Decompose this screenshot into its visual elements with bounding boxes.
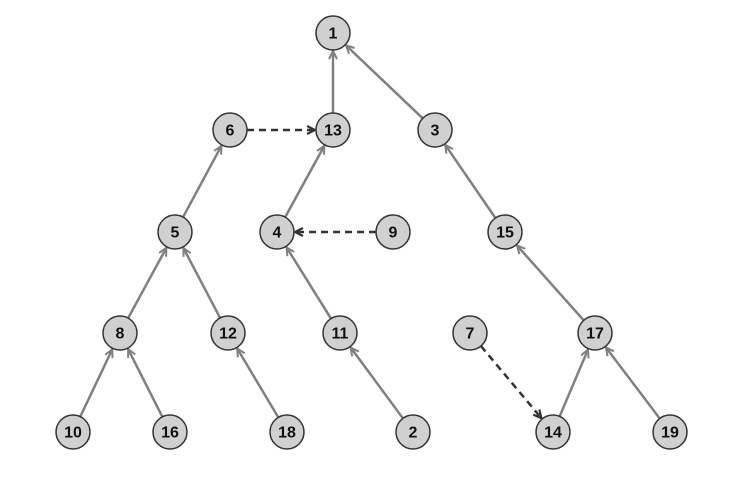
node-1: 1 (315, 15, 351, 51)
edge-8-to-5 (127, 248, 168, 319)
node-label: 9 (389, 225, 398, 242)
node-circle (315, 15, 351, 51)
node-circle (315, 112, 351, 148)
node-circle (157, 214, 193, 250)
node-label: 8 (116, 326, 125, 343)
edge-2-to-11 (351, 347, 404, 420)
edge-11-to-4 (287, 247, 333, 320)
edge-5-to-6 (181, 146, 223, 218)
node-circle (259, 214, 295, 250)
node-circle (395, 414, 431, 450)
node-circle (269, 414, 305, 450)
node-18: 18 (269, 414, 305, 450)
edge-4-to-13 (284, 146, 326, 218)
node-19: 19 (652, 414, 688, 450)
node-7: 7 (452, 315, 488, 351)
node-2: 2 (395, 414, 431, 450)
node-circle (652, 414, 688, 450)
node-label: 11 (332, 326, 349, 343)
edge-15-to-3 (445, 145, 497, 219)
node-circle (375, 214, 411, 250)
node-circle (487, 214, 523, 250)
edge-17-to-15 (517, 245, 585, 322)
node-label: 3 (431, 123, 440, 140)
node-label: 1 (329, 26, 338, 43)
node-13: 13 (315, 112, 351, 148)
node-5: 5 (157, 214, 193, 250)
node-9: 9 (375, 214, 411, 250)
node-circle (535, 414, 571, 450)
edge-16-to-8 (126, 349, 164, 418)
edge-3-to-1 (346, 45, 424, 120)
node-8: 8 (102, 315, 138, 351)
node-label: 5 (171, 225, 180, 242)
node-circle (322, 315, 358, 351)
node-3: 3 (417, 112, 453, 148)
node-circle (452, 315, 488, 351)
node-circle (55, 414, 91, 450)
node-11: 11 (322, 315, 358, 351)
edge-19-to-17 (606, 347, 661, 420)
node-label: 15 (496, 225, 514, 242)
node-label: 16 (161, 425, 179, 442)
node-15: 15 (487, 214, 523, 250)
node-4: 4 (259, 214, 295, 250)
node-12: 12 (210, 315, 246, 351)
node-label: 18 (278, 425, 296, 442)
node-10: 10 (55, 414, 91, 450)
node-17: 17 (577, 315, 613, 351)
edge-18-to-12 (237, 348, 280, 419)
node-label: 2 (409, 425, 418, 442)
node-14: 14 (535, 414, 571, 450)
node-label: 17 (586, 326, 604, 343)
node-label: 19 (661, 425, 679, 442)
node-label: 6 (226, 123, 235, 140)
node-circle (212, 112, 248, 148)
node-label: 14 (544, 425, 562, 442)
edge-10-to-8 (79, 349, 112, 418)
node-label: 4 (273, 225, 282, 242)
edge-12-to-5 (182, 248, 222, 319)
node-circle (102, 315, 138, 351)
node-circle (210, 315, 246, 351)
node-16: 16 (152, 414, 188, 450)
node-label: 13 (324, 123, 342, 140)
node-label: 12 (219, 326, 237, 343)
node-circle (417, 112, 453, 148)
node-label: 10 (64, 425, 82, 442)
node-circle (577, 315, 613, 351)
edge-7-to-14 (479, 345, 542, 418)
node-label: 7 (466, 326, 475, 343)
node-6: 6 (212, 112, 248, 148)
edge-14-to-17 (558, 350, 588, 417)
node-circle (152, 414, 188, 450)
